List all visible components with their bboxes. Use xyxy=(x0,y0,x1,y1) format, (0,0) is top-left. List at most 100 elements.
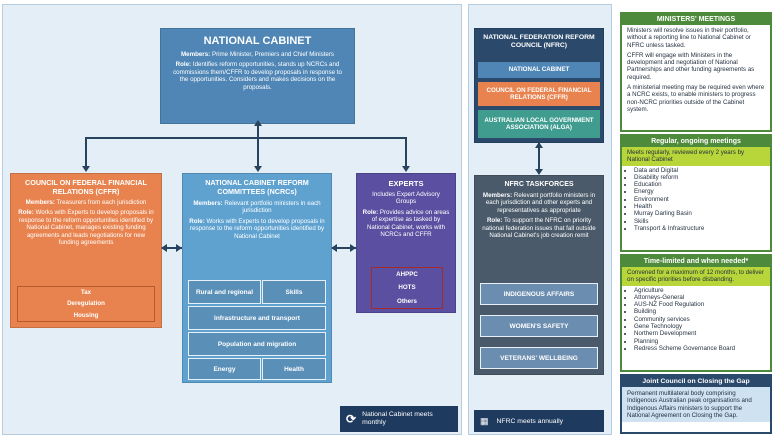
taskforce-item[interactable]: VETERANS' WELLBEING xyxy=(480,347,598,369)
refresh-icon: ⟳ xyxy=(346,412,357,426)
nfrc-meets-text: NFRC meets annually xyxy=(496,417,563,425)
list-item: Redress Scheme Governance Board xyxy=(634,345,770,352)
taskforce-item[interactable]: INDIGENOUS AFFAIRS xyxy=(480,283,598,305)
cffr-role: Role: Works with Experts to develop prop… xyxy=(18,209,154,247)
joint-council-panel: Joint Council on Closing the Gap Permane… xyxy=(620,374,772,434)
list-item: Transport & Infrastructure xyxy=(634,225,770,232)
arrow-down-icon xyxy=(535,169,543,175)
ncrc-title: NATIONAL CABINET REFORM COMMITTEES (NCRC… xyxy=(205,178,309,196)
list-item: Murray Darling Basin xyxy=(634,210,770,217)
list-item: Education xyxy=(634,181,770,188)
time-limited-list: Agriculture Attorneys-General AUS-NZ Foo… xyxy=(622,286,770,353)
nfrc-meets-badge: ▦ NFRC meets annually xyxy=(474,410,604,432)
arrow-left-icon xyxy=(331,244,337,252)
arrow-left-icon xyxy=(161,244,167,252)
list-item: Skills xyxy=(634,218,770,225)
nfrc-item-label: NATIONAL CABINET xyxy=(508,66,570,74)
regular-meetings-list: Data and Digital Disability reform Educa… xyxy=(622,166,770,233)
nfrc-item-label: AUSTRALIAN LOCAL GOVERNMENT ASSOCIATION … xyxy=(484,116,594,131)
ncrc-role: Role: Works with Experts to develop prop… xyxy=(189,217,325,240)
cffr-item: Tax xyxy=(80,288,92,296)
regular-meetings-panel: Regular, ongoing meetings Meets regularl… xyxy=(620,134,772,252)
experts-subtitle: Includes Expert Advisory Groups xyxy=(372,191,440,206)
ncrc-cell[interactable]: Infrastructure and transport xyxy=(188,306,326,330)
connector xyxy=(332,247,356,249)
list-item: Attorneys-General xyxy=(634,294,770,301)
taskforce-item[interactable]: WOMEN'S SAFETY xyxy=(480,315,598,337)
ministers-meetings-title: MINISTERS' MEETINGS xyxy=(622,14,770,25)
connector xyxy=(257,124,259,138)
list-item: Health xyxy=(634,203,770,210)
national-cabinet-box[interactable]: NATIONAL CABINET Members: Prime Minister… xyxy=(160,28,355,124)
time-limited-panel: Time-limited and when needed* Convened f… xyxy=(620,254,772,372)
ministers-meetings-body: Ministers will resolve issues in their p… xyxy=(622,25,770,115)
cffr-members: Members: Treasurers from each jurisdicti… xyxy=(25,199,147,206)
list-item: Data and Digital xyxy=(634,167,770,174)
taskforces-title: NFRC TASKFORCES xyxy=(504,181,574,188)
experts-role: Role: Provides advice on areas of expert… xyxy=(362,208,450,239)
taskforces-members: Members: Relevant portfolio ministers in… xyxy=(482,192,596,214)
experts-item: AHPPC xyxy=(396,270,418,278)
cffr-item: Housing xyxy=(73,311,99,319)
list-item: Environment xyxy=(634,196,770,203)
experts-item: Others xyxy=(397,297,417,305)
nfrc-item-alga[interactable]: AUSTRALIAN LOCAL GOVERNMENT ASSOCIATION … xyxy=(478,110,600,138)
joint-council-title: Joint Council on Closing the Gap xyxy=(622,376,770,387)
nfrc-item-cffr[interactable]: COUNCIL ON FEDERAL FINANCIAL RELATIONS (… xyxy=(478,82,600,106)
arrow-up-icon xyxy=(535,142,543,148)
list-item: Energy xyxy=(634,188,770,195)
ncrc-cell[interactable]: Energy xyxy=(188,358,261,380)
connector xyxy=(85,137,406,139)
time-limited-title: Time-limited and when needed* xyxy=(622,256,770,267)
ministers-para: A ministerial meeting may be required ev… xyxy=(627,84,765,113)
list-item: Planning xyxy=(634,338,770,345)
ncrc-cell[interactable]: Rural and regional xyxy=(188,280,261,304)
joint-council-desc: Permanent multilateral body comprising I… xyxy=(622,387,770,423)
arrow-down-icon xyxy=(254,166,262,172)
national-cabinet-title: NATIONAL CABINET xyxy=(203,35,312,47)
cffr-box[interactable]: COUNCIL ON FEDERAL FINANCIAL RELATIONS (… xyxy=(10,173,162,328)
taskforces-role: Role: To support the NFRC on priority na… xyxy=(482,217,596,240)
national-cabinet-meets-badge: ⟳ National Cabinet meets monthly xyxy=(340,406,458,432)
ncrc-cell[interactable]: Population and migration xyxy=(188,332,326,356)
list-item: Community services xyxy=(634,316,770,323)
arrow-down-icon xyxy=(82,166,90,172)
regular-meetings-title: Regular, ongoing meetings xyxy=(622,136,770,147)
ncrc-cell[interactable]: Skills xyxy=(262,280,326,304)
arrow-right-icon xyxy=(350,244,356,252)
arrow-down-icon xyxy=(402,166,410,172)
cffr-item: Deregulation xyxy=(67,300,105,308)
connector xyxy=(405,137,407,167)
nfrc-item-label: COUNCIL ON FEDERAL FINANCIAL RELATIONS (… xyxy=(486,86,592,101)
nfrc-title: NATIONAL FEDERATION REFORM COUNCIL (NFRC… xyxy=(483,34,595,49)
cffr-items: Tax Deregulation Housing xyxy=(17,286,155,322)
calendar-icon: ▦ xyxy=(480,415,489,426)
list-item: Disability reform xyxy=(634,174,770,181)
experts-item: HOTS xyxy=(398,284,416,292)
arrow-up-icon xyxy=(254,120,262,126)
ministers-meetings-panel: MINISTERS' MEETINGS Ministers will resol… xyxy=(620,12,772,132)
connector xyxy=(85,137,87,167)
national-cabinet-role: Role: Identifies reform opportunities, s… xyxy=(173,61,342,91)
connector xyxy=(538,143,540,173)
arrow-right-icon xyxy=(176,244,182,252)
regular-meetings-desc: Meets regularly, reviewed every 2 years … xyxy=(622,147,770,166)
experts-box[interactable]: EXPERTS Includes Expert Advisory Groups … xyxy=(356,173,456,313)
list-item: AUS-NZ Food Regulation xyxy=(634,301,770,308)
connector xyxy=(162,247,182,249)
connector xyxy=(257,137,259,167)
national-cabinet-meets-text: National Cabinet meets monthly xyxy=(362,411,433,426)
ministers-para: Ministers will resolve issues in their p… xyxy=(627,27,751,49)
nfrc-item-national-cabinet[interactable]: NATIONAL CABINET xyxy=(478,62,600,78)
list-item: Building xyxy=(634,308,770,315)
national-cabinet-members: Members: Prime Minister, Premiers and Ch… xyxy=(180,51,335,58)
ministers-para: CFFR will engage with Ministers in the d… xyxy=(627,51,755,81)
time-limited-desc: Convened for a maximum of 12 months, to … xyxy=(622,267,770,286)
list-item: Gene Technology xyxy=(634,323,770,330)
taskforces-box[interactable]: NFRC TASKFORCES Members: Relevant portfo… xyxy=(474,175,604,375)
ncrc-cell[interactable]: Health xyxy=(262,358,326,380)
list-item: Northern Development xyxy=(634,330,770,337)
experts-title: EXPERTS xyxy=(388,179,424,188)
ncrc-members: Members: Relevant portfolio ministers in… xyxy=(193,200,321,215)
list-item: Agriculture xyxy=(634,287,770,294)
